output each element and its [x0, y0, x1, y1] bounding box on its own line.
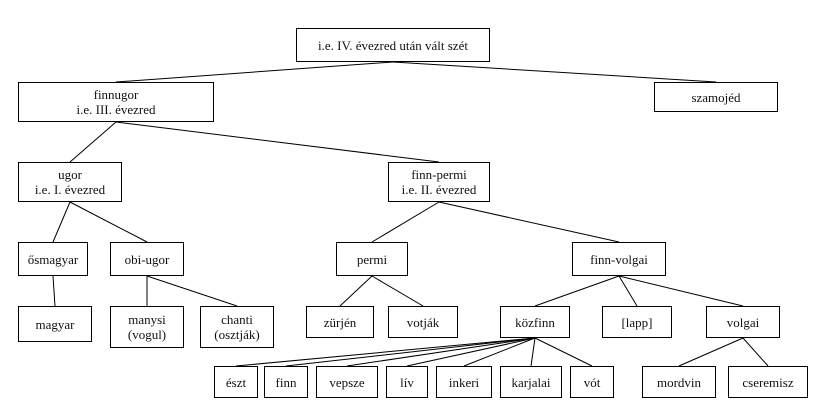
edge-root-to-finnugor — [115, 61, 394, 83]
node-ugor-label-2: i.e. I. évezred — [34, 182, 106, 197]
node-lapp: [lapp] — [602, 306, 672, 338]
edge-kozfinn-to-vot — [534, 337, 593, 367]
node-volgai-label-1: volgai — [726, 314, 760, 330]
node-karjalai-label-1: karjalai — [511, 374, 551, 390]
edge-finnvolgai-to-volgai — [618, 275, 744, 307]
edge-kozfinn-to-liv — [406, 337, 536, 367]
edge-osmagyar-to-magyar — [52, 275, 56, 307]
node-obiugor-label-1: obi-ugor — [124, 251, 170, 267]
edge-kozfinn-to-karjalai — [530, 337, 536, 367]
node-manysi: manysi(vogul) — [110, 306, 184, 348]
node-kozfinn-label-1: közfinn — [515, 314, 555, 330]
node-root: i.e. IV. évezred után vált szét — [296, 28, 490, 62]
edge-finnpermi-to-permi — [371, 201, 440, 243]
node-eszt-label-1: észt — [225, 374, 247, 390]
edge-permi-to-zurjen — [339, 275, 373, 307]
node-kozfinn: közfinn — [500, 306, 570, 338]
node-osmagyar: ősmagyar — [18, 242, 88, 276]
node-finn-label-1: finn — [275, 374, 297, 390]
node-finnugor-label-1: finnugor — [93, 87, 139, 102]
node-inkeri-label-1: inkeri — [448, 374, 480, 390]
edge-root-to-szamojed — [392, 61, 717, 83]
node-lapp-label-1: [lapp] — [621, 314, 653, 330]
node-chanti-label-2: (osztják) — [214, 327, 260, 342]
node-finnvolgai: finn-volgai — [572, 242, 666, 276]
node-votjak-label-1: votják — [406, 314, 440, 330]
node-szamojed: szamojéd — [654, 82, 778, 112]
node-magyar-label-1: magyar — [35, 316, 75, 332]
edge-ugor-to-obiugor — [69, 201, 148, 243]
node-root-label-1: i.e. IV. évezred után vált szét — [318, 37, 468, 53]
node-finnvolgai-label-1: finn-volgai — [590, 251, 648, 267]
node-cseremisz-label-1: cseremisz — [742, 374, 794, 390]
edge-kozfinn-to-inkeri — [463, 337, 536, 367]
edge-kozfinn-to-vepsze — [346, 337, 536, 367]
edge-permi-to-votjak — [371, 275, 424, 307]
node-inkeri: inkeri — [436, 366, 492, 398]
node-magyar: magyar — [18, 306, 92, 342]
node-osmagyar-label-1: ősmagyar — [27, 251, 79, 267]
edge-finnvolgai-to-kozfinn — [534, 275, 620, 307]
node-volgai: volgai — [706, 306, 780, 338]
edge-finnpermi-to-finnvolgai — [438, 201, 620, 243]
node-finn: finn — [264, 366, 308, 398]
node-votjak: votják — [388, 306, 458, 338]
edge-ugor-to-osmagyar — [52, 201, 71, 243]
node-vot: vót — [570, 366, 614, 398]
node-vot-label-1: vót — [583, 374, 601, 390]
node-chanti-label-1: chanti — [221, 312, 253, 327]
node-manysi-label-2: (vogul) — [127, 327, 167, 342]
node-ugor-label-1: ugor — [58, 167, 82, 182]
node-finnugor-label-2: i.e. III. évezred — [76, 102, 156, 117]
edge-kozfinn-to-eszt — [235, 337, 536, 367]
node-zurjen-label-1: zürjén — [323, 314, 357, 330]
node-finnpermi-label-1: finn-permi — [411, 167, 467, 182]
node-karjalai: karjalai — [500, 366, 562, 398]
edge-finnugor-to-ugor — [69, 121, 117, 163]
node-permi-label-1: permi — [356, 251, 388, 267]
node-vepsze-label-1: vepsze — [329, 374, 365, 390]
edge-volgai-to-mordvin — [678, 337, 744, 367]
node-liv: lív — [386, 366, 428, 398]
node-liv-label-1: lív — [400, 374, 414, 390]
node-chanti: chanti(osztják) — [200, 306, 274, 348]
node-mordvin-label-1: mordvin — [656, 374, 702, 390]
node-szamojed-label-1: szamojéd — [691, 89, 741, 105]
edge-volgai-to-cseremisz — [742, 337, 769, 367]
node-zurjen: zürjén — [306, 306, 374, 338]
edge-kozfinn-to-finn — [285, 337, 536, 367]
node-permi: permi — [336, 242, 408, 276]
node-obiugor: obi-ugor — [110, 242, 184, 276]
node-eszt: észt — [214, 366, 258, 398]
edge-obiugor-to-chanti — [146, 275, 238, 307]
edge-finnvolgai-to-lapp — [618, 275, 638, 307]
edge-finnugor-to-finnpermi — [115, 121, 440, 163]
node-vepsze: vepsze — [316, 366, 378, 398]
node-manysi-label-1: manysi — [128, 312, 166, 327]
node-finnpermi-label-2: i.e. II. évezred — [401, 182, 477, 197]
node-mordvin: mordvin — [642, 366, 716, 398]
node-cseremisz: cseremisz — [728, 366, 808, 398]
